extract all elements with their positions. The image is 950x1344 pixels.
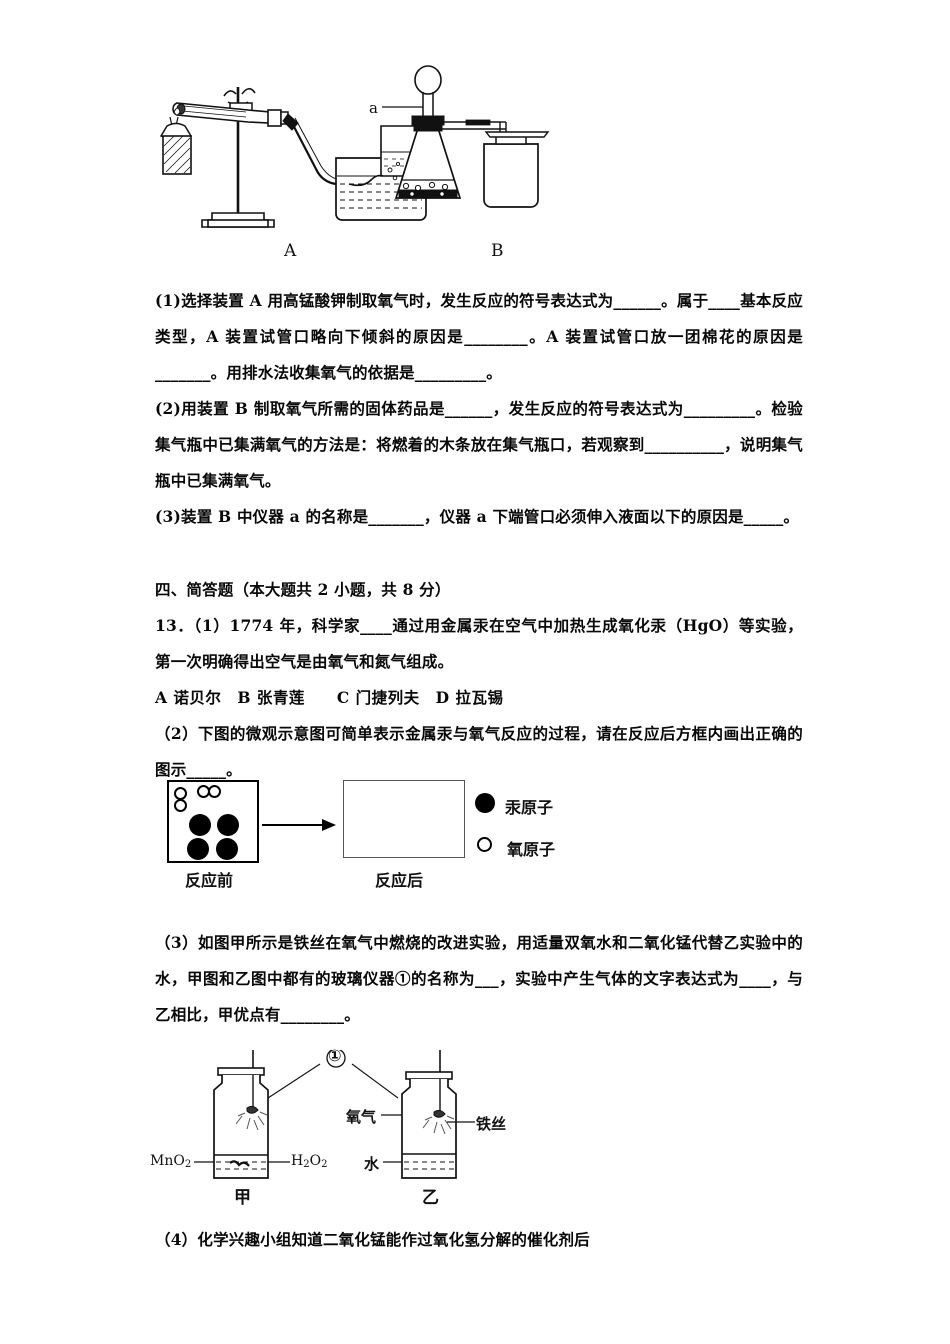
mno2-text: MnO2 <box>150 1153 192 1171</box>
legend-oxygen-icon <box>477 837 492 852</box>
before-reaction-label: 反应前 <box>185 871 234 890</box>
question-3: (3)装置 B 中仪器 a 的名称是_______，仪器 a 下端管口必须伸入液… <box>155 507 800 526</box>
mercury-atom <box>217 814 239 836</box>
after-reaction-box[interactable] <box>343 780 465 858</box>
mercury-atom <box>189 814 211 836</box>
h2o2-text: H2O2 <box>291 1153 328 1171</box>
instrument-a-label: a <box>369 99 378 117</box>
legend-mercury-label: 汞原子 <box>505 798 554 817</box>
after-reaction-label: 反应后 <box>375 871 424 890</box>
item-13-part-3-block: （3）如图甲所示是铁丝在氧气中燃烧的改进实验，用适量双氧水和二氧化锰代替乙实验中… <box>155 925 803 1033</box>
apparatus-b-label: B <box>491 241 504 261</box>
mno2-label: MnO2 <box>150 1153 191 1170</box>
before-reaction-box <box>167 780 259 863</box>
item-13-part-1: 13．（1）1774 年，科学家____通过用金属汞在空气中加热生成氧化汞（Hg… <box>155 616 803 671</box>
combustion-apparatus-svg <box>194 1048 475 1179</box>
item-13-part-4: （4）化学兴趣小组知道二氧化锰能作过氧化氢分解的催化剂后 <box>155 1230 590 1249</box>
oxygen-gas-label: 氧气 <box>346 1108 377 1126</box>
item-13-part-2: （2）下图的微观示意图可简单表示金属汞与氧气反应的过程，请在反应后方框内画出正确… <box>155 724 803 779</box>
section-four-block: 四、简答题（本大题共 2 小题，共 8 分） 13．（1）1774 年，科学家_… <box>155 572 803 788</box>
apparatus-a-label: A <box>284 241 297 261</box>
iron-wire-label: 铁丝 <box>476 1115 507 1133</box>
water-label: 水 <box>364 1155 380 1173</box>
mercury-atom <box>216 838 238 860</box>
jia-label: 甲 <box>234 1188 251 1208</box>
iron-wire-combustion-figure: MnO2 H2O2 ① 氧气 水 铁丝 甲 乙 <box>150 1048 570 1215</box>
apparatus-svg <box>159 65 550 228</box>
legend-oxygen-label: 氧原子 <box>507 840 556 859</box>
question-1: (1)选择装置 A 用高锰酸钾制取氧气时，发生反应的符号表达式为______。属… <box>155 291 803 382</box>
item-13-options: A 诺贝尔 B 张青莲 C 门捷列夫 D 拉瓦锡 <box>155 688 504 707</box>
oxygen-atom <box>208 785 221 798</box>
mercury-atom <box>187 838 209 860</box>
oxygen-atom <box>174 799 187 812</box>
question-2: (2)用装置 B 制取氧气所需的固体药品是______，发生反应的符号表达式为_… <box>155 399 803 490</box>
legend-mercury-icon <box>475 793 495 813</box>
reaction-arrow-icon <box>262 819 336 831</box>
molecular-diagram: 反应前 反应后 汞原子 氧原子 <box>150 775 610 897</box>
item-13-part-3: （3）如图甲所示是铁丝在氧气中燃烧的改进实验，用适量双氧水和二氧化锰代替乙实验中… <box>155 933 803 1024</box>
h2o2-label: H2O2 <box>291 1153 328 1170</box>
oxygen-preparation-figure: A B a <box>150 60 610 275</box>
item-13-part-4-block: （4）化学兴趣小组知道二氧化锰能作过氧化氢分解的催化剂后 <box>155 1222 803 1258</box>
question-block: (1)选择装置 A 用高锰酸钾制取氧气时，发生反应的符号表达式为______。属… <box>155 283 803 535</box>
yi-label: 乙 <box>422 1188 439 1208</box>
section-four-heading: 四、简答题（本大题共 2 小题，共 8 分） <box>155 580 451 599</box>
callout-marker-icon: ① <box>328 1046 342 1065</box>
